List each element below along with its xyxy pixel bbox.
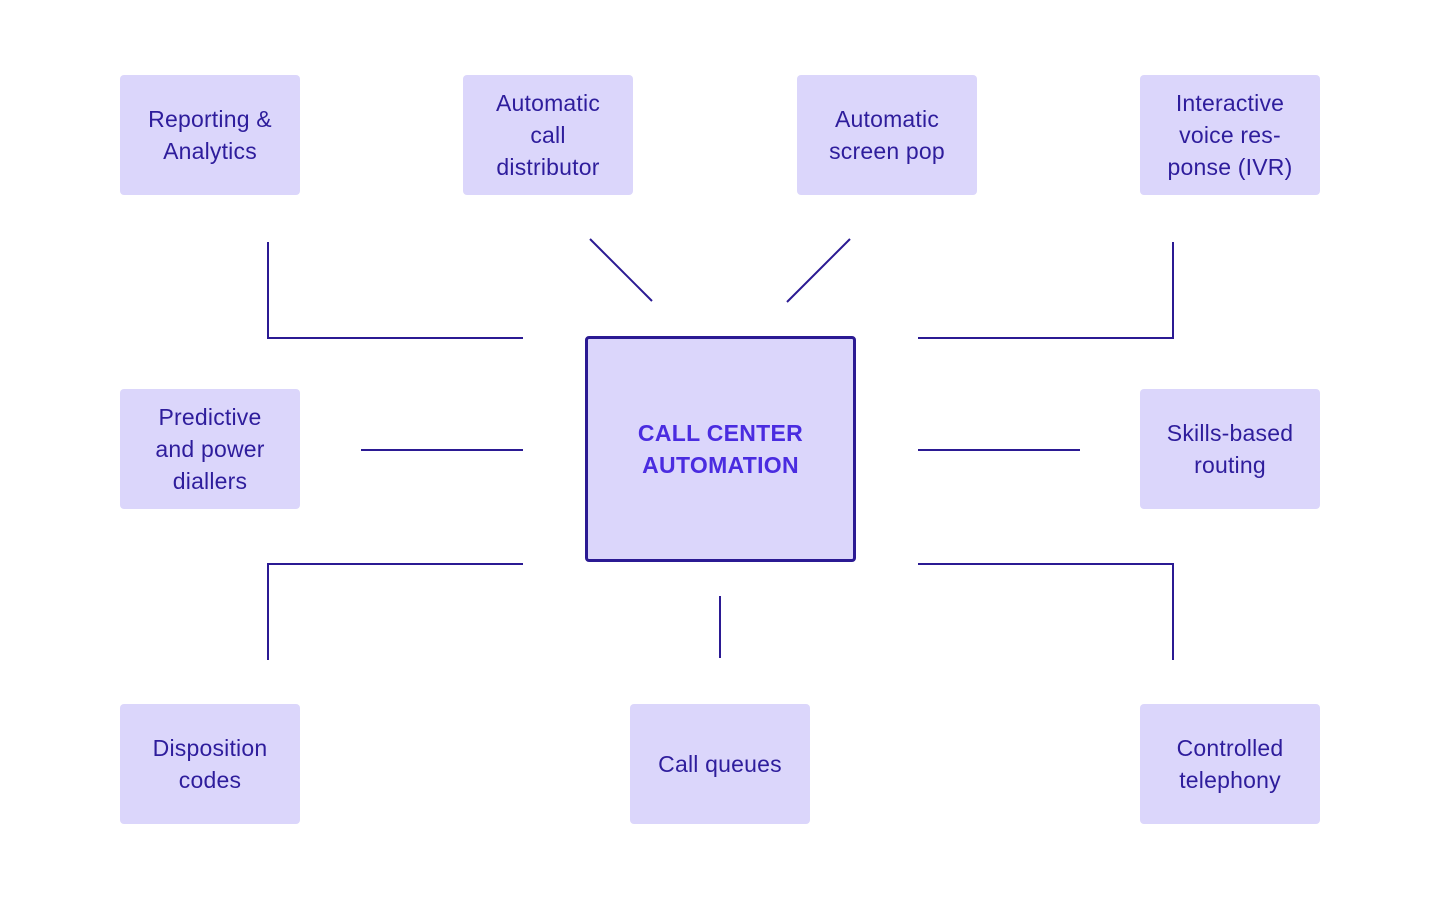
center-node: CALL CENTER AUTOMATION xyxy=(585,336,856,562)
node-label: Reporting & Analytics xyxy=(148,103,272,167)
node-label: Predictive and power diallers xyxy=(155,401,264,497)
connector-screen-pop xyxy=(786,238,851,303)
center-label: CALL CENTER AUTOMATION xyxy=(638,417,803,481)
node-controlled-telephony: Controlled telephony xyxy=(1140,704,1320,824)
node-label-line: and power xyxy=(155,436,265,462)
node-label-line: routing xyxy=(1194,452,1266,478)
center-label-line: AUTOMATION xyxy=(642,452,799,478)
node-disposition-codes: Disposition codes xyxy=(120,704,300,824)
connector-ivr xyxy=(918,242,1174,339)
node-label: Automatic screen pop xyxy=(829,103,945,167)
connector-telephony xyxy=(918,563,1174,660)
node-label-line: codes xyxy=(178,767,242,793)
node-label-line: call xyxy=(530,122,566,148)
node-label-line: Automatic xyxy=(495,90,601,116)
connector-acd xyxy=(589,238,653,302)
node-label: Call queues xyxy=(658,748,782,780)
node-skills-based-routing: Skills-based routing xyxy=(1140,389,1320,509)
node-label-line: Automatic xyxy=(834,106,940,132)
node-label-line: voice res- xyxy=(1179,122,1281,148)
node-label-line: diallers xyxy=(172,468,248,494)
node-label-line: Reporting & xyxy=(148,106,272,132)
node-label-line: Skills-based xyxy=(1166,420,1294,446)
node-label-line: ponse (IVR) xyxy=(1167,154,1293,180)
node-label-line: distributor xyxy=(496,154,600,180)
node-automatic-call-distributor: Automatic call distributor xyxy=(463,75,633,195)
connector-disposition xyxy=(267,563,523,660)
center-label-line: CALL CENTER xyxy=(637,420,804,446)
node-label-line: screen pop xyxy=(829,138,945,164)
connector-reporting xyxy=(267,242,523,339)
node-label: Controlled telephony xyxy=(1177,732,1284,796)
node-label: Disposition codes xyxy=(153,732,268,796)
node-label: Interactive voice res- ponse (IVR) xyxy=(1168,87,1293,183)
node-label-line: Analytics xyxy=(163,138,257,164)
node-label-line: Interactive xyxy=(1175,90,1285,116)
node-label: Automatic call distributor xyxy=(496,87,600,183)
node-interactive-voice-response: Interactive voice res- ponse (IVR) xyxy=(1140,75,1320,195)
node-label-line: Disposition xyxy=(152,735,268,761)
node-label-line: Call queues xyxy=(658,751,782,777)
node-label: Skills-based routing xyxy=(1167,417,1293,481)
node-call-queues: Call queues xyxy=(630,704,810,824)
node-automatic-screen-pop: Automatic screen pop xyxy=(797,75,977,195)
node-predictive-power-diallers: Predictive and power diallers xyxy=(120,389,300,509)
node-label-line: telephony xyxy=(1179,767,1281,793)
node-label-line: Predictive xyxy=(158,404,262,430)
node-reporting-analytics: Reporting & Analytics xyxy=(120,75,300,195)
node-label-line: Controlled xyxy=(1176,735,1284,761)
